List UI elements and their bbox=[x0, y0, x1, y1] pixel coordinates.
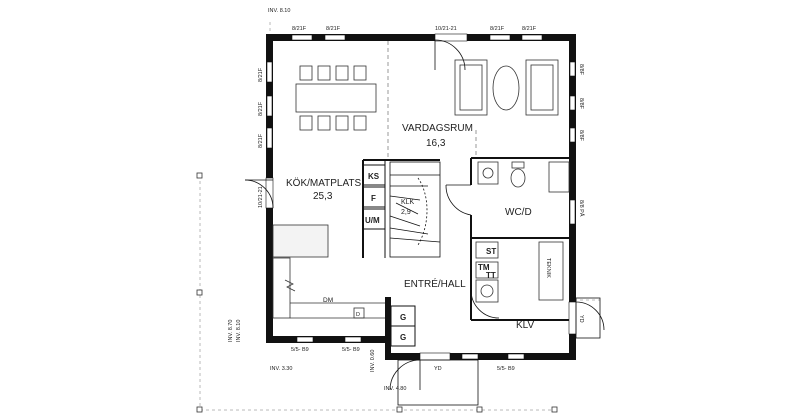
door-swings bbox=[244, 39, 605, 391]
room-name-wc: WC/D bbox=[505, 207, 532, 218]
room-name-kok: KÖK/MATPLATS bbox=[286, 177, 362, 189]
fixture-d: D bbox=[356, 312, 360, 318]
window-tag-right-2: 8/8F bbox=[578, 98, 584, 110]
fixture-dm: DM bbox=[323, 297, 333, 304]
room-area-kok: 25,3 bbox=[313, 191, 333, 202]
bathroom-fixtures bbox=[477, 161, 570, 193]
fixture-st: ST bbox=[486, 247, 496, 256]
window-tag-top-2: 8/21F bbox=[326, 26, 341, 32]
dimension-ticks bbox=[196, 172, 558, 413]
inv-label-left-a: INV. 8.70 bbox=[228, 320, 234, 342]
entrance-steps bbox=[397, 297, 601, 406]
living-room-furniture bbox=[454, 59, 559, 116]
window-tag-right-3: 8/8F bbox=[578, 130, 584, 142]
inv-label-left-b: INV. 8.10 bbox=[236, 320, 242, 342]
wall-openings bbox=[265, 33, 577, 361]
room-name-vardagsrum: VARDAGSRUM bbox=[402, 123, 473, 134]
door-tag-top: 10/21-21 bbox=[435, 26, 457, 32]
interior-walls bbox=[362, 157, 569, 321]
window-tag-right-4: 8/8 PÅ bbox=[578, 200, 585, 217]
window-tag-top-1: 8/21F bbox=[292, 26, 307, 32]
door-tag-bottom-yd: YD bbox=[434, 366, 442, 372]
laundry-fixtures bbox=[475, 241, 564, 303]
room-name-entre: ENTRÉ/HALL bbox=[404, 277, 466, 290]
fixture-g-1: G bbox=[400, 313, 406, 322]
room-area-vardagsrum: 16,3 bbox=[426, 138, 446, 149]
inv-label-bottom-left: INV. 3.30 bbox=[270, 366, 292, 372]
window-tag-bottom-1: 5/5- B9 bbox=[291, 347, 309, 353]
room-division-lines bbox=[387, 41, 477, 160]
door-tag-right-yd: YD bbox=[578, 315, 584, 323]
inv-label-mid-a: INV. 0.60 bbox=[370, 350, 376, 372]
staircase bbox=[389, 161, 441, 258]
window-tag-bottom-2: 5/5- B9 bbox=[342, 347, 360, 353]
fixture-ks: KS bbox=[368, 172, 380, 181]
inv-label-top: INV. 8.10 bbox=[268, 8, 290, 14]
room-area-klk: 2,9 bbox=[401, 209, 411, 216]
fixture-teknik: TEKNIK bbox=[545, 258, 551, 278]
window-tag-top-4: 8/21F bbox=[522, 26, 537, 32]
inv-label-mid-b: INV. 4.80 bbox=[384, 386, 406, 392]
window-tag-left-1: 8/21F bbox=[258, 67, 264, 82]
window-tag-bottom-3: 5/5- B9 bbox=[497, 366, 515, 372]
fixture-tt: TT bbox=[486, 271, 496, 280]
window-tag-left-2: 8/21F bbox=[258, 101, 264, 116]
appliance-column bbox=[362, 160, 386, 258]
window-tag-top-3: 8/21F bbox=[490, 26, 505, 32]
fixture-g-2: G bbox=[400, 333, 406, 342]
room-name-klv: KLV bbox=[516, 320, 534, 331]
door-tag-left: 10/21-21 bbox=[258, 186, 264, 208]
fixture-um: U/M bbox=[365, 216, 380, 225]
fixture-tm: TM bbox=[478, 263, 490, 272]
room-name-klk: KLK bbox=[401, 199, 415, 206]
kitchen-counters bbox=[272, 224, 385, 319]
window-tag-right-1: 8/8F bbox=[578, 64, 584, 76]
dining-table bbox=[295, 65, 377, 131]
fixture-f: F bbox=[371, 194, 376, 203]
wardrobe-boxes bbox=[390, 305, 416, 347]
window-tag-left-3: 8/21F bbox=[258, 133, 264, 148]
